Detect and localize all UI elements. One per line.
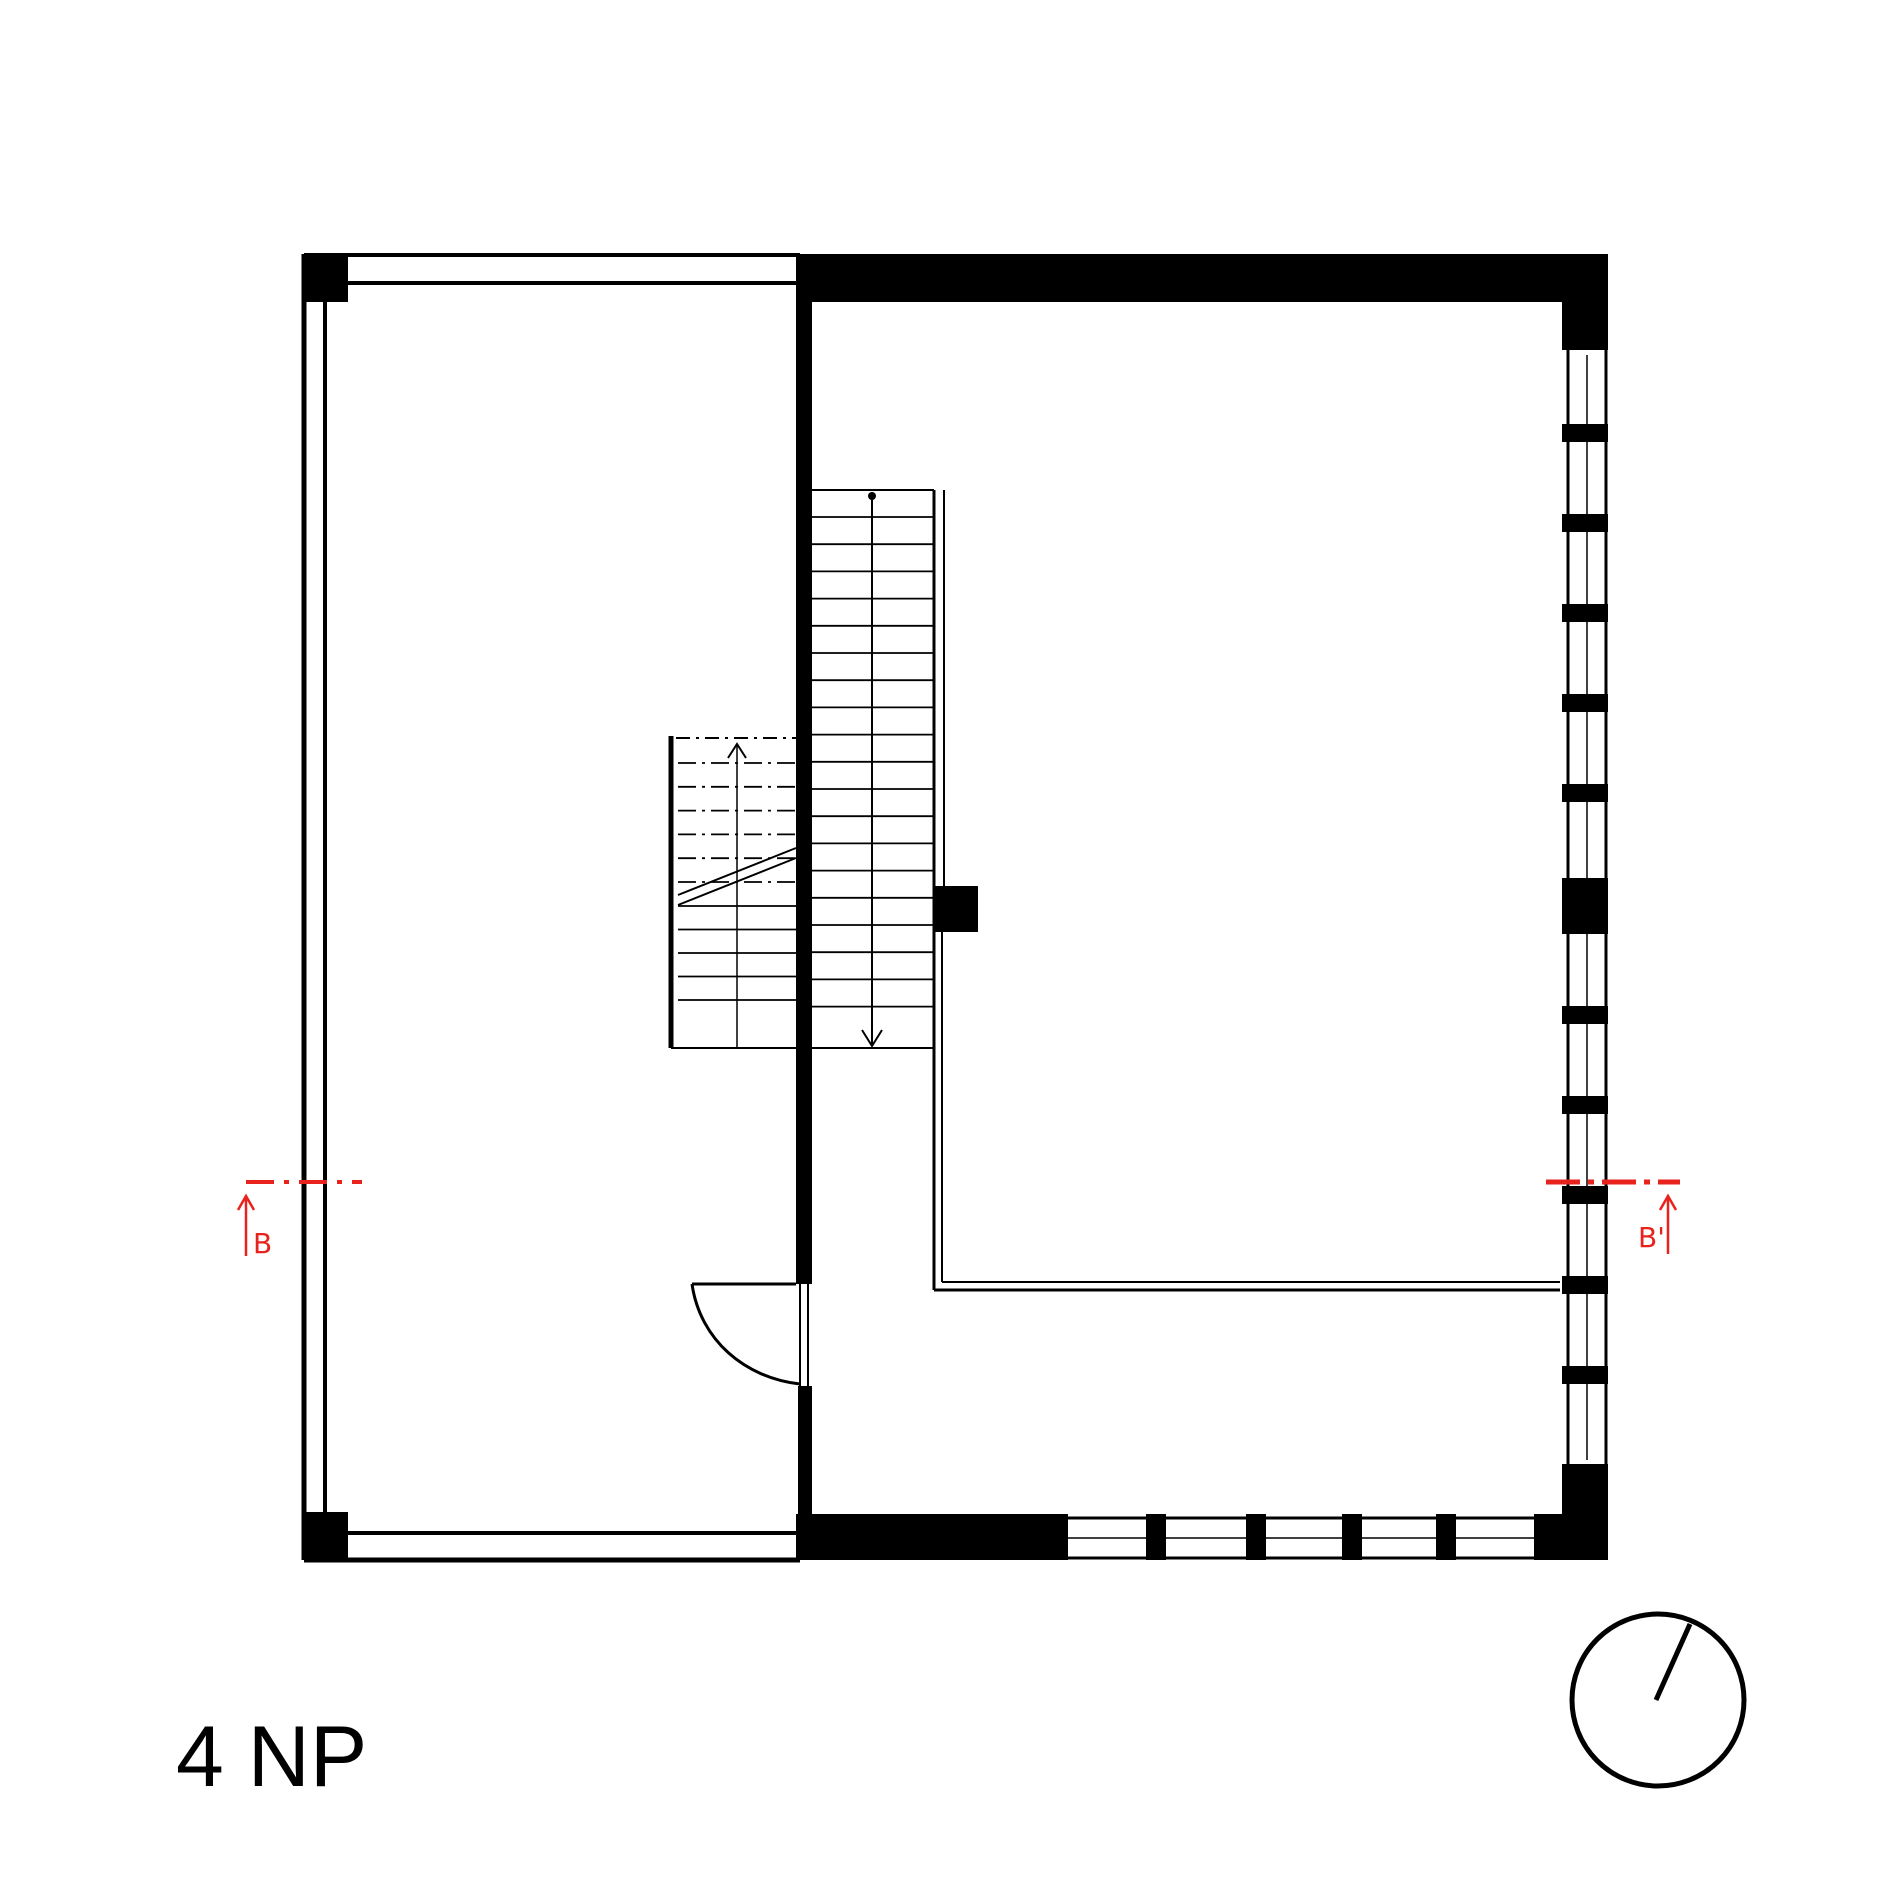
left-zone-walls bbox=[301, 253, 800, 1563]
column-top-left bbox=[304, 254, 348, 302]
north-arrow-icon bbox=[1569, 1611, 1747, 1789]
column-mid-right bbox=[1562, 878, 1608, 934]
door bbox=[690, 1282, 809, 1386]
stair-column bbox=[934, 886, 978, 932]
central-wall bbox=[796, 254, 812, 1284]
stair-start-dot bbox=[868, 492, 876, 500]
stair-right-flight bbox=[812, 489, 945, 1049]
column-top-right bbox=[1562, 254, 1608, 350]
column-bottom-left bbox=[304, 1512, 348, 1560]
inner-partition bbox=[932, 930, 1560, 1292]
top-wall bbox=[796, 254, 1608, 302]
floor-label: 4 NP bbox=[176, 1709, 368, 1805]
section-label-b: B bbox=[253, 1227, 273, 1260]
column-bottom-corner bbox=[1534, 1514, 1608, 1560]
right-window-mullions bbox=[1562, 424, 1608, 1384]
section-line-b-prime bbox=[1546, 1179, 1680, 1254]
bottom-window-mullions bbox=[1146, 1514, 1456, 1560]
stair-left-flight bbox=[668, 736, 797, 1049]
bottom-window-strip bbox=[1068, 1516, 1534, 1560]
bottom-wall bbox=[796, 1514, 1068, 1560]
section-label-b-prime: B' bbox=[1638, 1221, 1665, 1254]
section-line-b bbox=[236, 1180, 362, 1256]
